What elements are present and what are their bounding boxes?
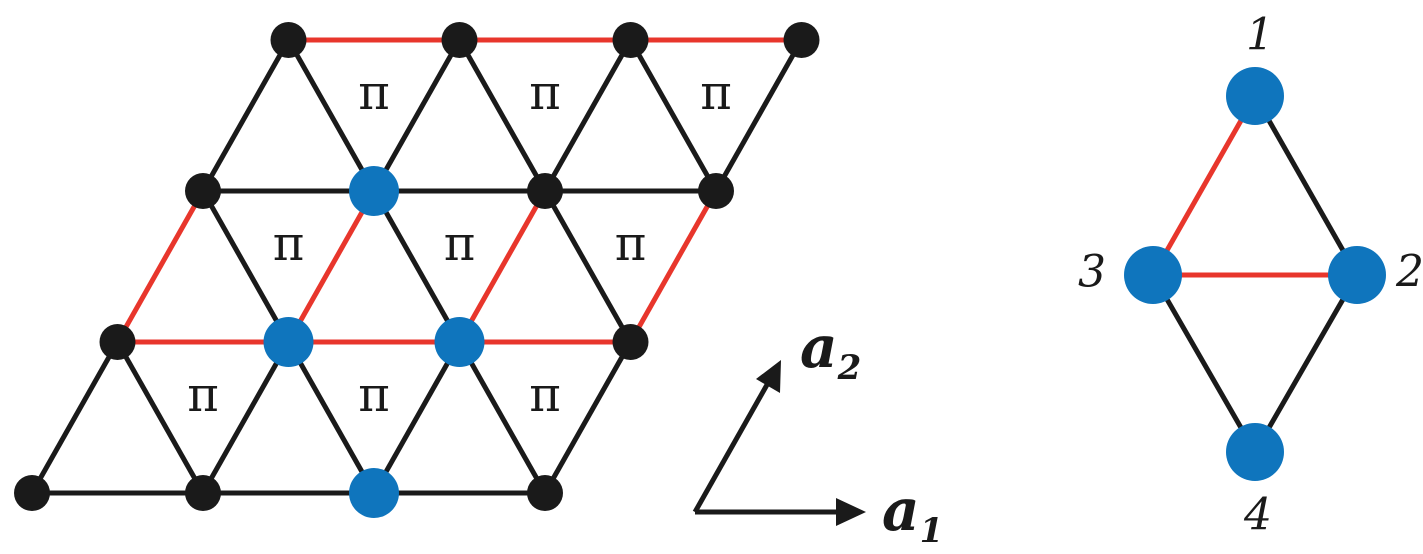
lattice-bonds-red (115, 37, 802, 345)
lattice-site-black (783, 22, 820, 58)
lattice-site-black (527, 173, 563, 209)
lattice-site-blue (263, 317, 314, 367)
cluster-label-2: 2 (1395, 247, 1423, 298)
a1-arrowhead (836, 498, 866, 526)
cluster-bond-1-2 (1252, 94, 1360, 277)
bond-black (713, 38, 804, 193)
lattice-site-black (270, 22, 307, 58)
lattice-vectors: a1 a2 (692, 313, 943, 551)
bond-black (457, 340, 548, 495)
pi-flux-label: π (700, 65, 732, 121)
lattice-bonds-black (29, 38, 804, 496)
lattice-site-black (441, 22, 478, 58)
cluster-label-4: 4 (1243, 490, 1272, 541)
bond-black (371, 340, 462, 495)
a2-arrow-shaft (692, 381, 771, 514)
bond-black (200, 340, 291, 495)
pi-flux-label: π (273, 216, 305, 272)
lattice-site-blue (434, 317, 485, 367)
bond-black (115, 340, 206, 495)
cluster-site-4 (1226, 423, 1284, 481)
bond-red (115, 189, 206, 344)
bond-black (200, 38, 291, 193)
cluster-site-2 (1328, 246, 1386, 304)
lattice-site-black (612, 22, 649, 58)
bond-black (628, 38, 719, 193)
bond-black (371, 189, 462, 344)
pi-flux-label: π (358, 65, 390, 121)
bond-black (542, 38, 633, 193)
a2-arrowhead (756, 360, 781, 393)
four-site-cluster: 1 2 3 4 (1078, 10, 1423, 541)
cluster-bond-1-3 (1150, 94, 1258, 277)
bond-black (286, 340, 377, 495)
bond-black (286, 38, 377, 193)
bond-black (542, 189, 633, 344)
cluster-label-1: 1 (1246, 10, 1274, 61)
cluster-bond-3-4 (1150, 273, 1258, 454)
lattice-site-black (14, 475, 50, 511)
cluster-label-3: 3 (1078, 247, 1106, 298)
pi-flux-label: π (187, 367, 219, 423)
bond-black (542, 340, 633, 495)
lattice-site-black (185, 475, 221, 511)
bond-black (457, 38, 548, 193)
cluster-site-1 (1226, 67, 1284, 125)
bond-black (200, 189, 291, 344)
bond-red (457, 189, 548, 344)
cluster-site-3 (1124, 246, 1182, 304)
cluster-bond-2-4 (1252, 273, 1360, 454)
lattice-site-blue (349, 468, 399, 518)
a2-label: a2 (800, 313, 861, 388)
bond-red (628, 189, 719, 344)
bond-red (286, 189, 377, 344)
a1-label: a1 (882, 476, 943, 551)
bond-black (29, 340, 120, 495)
plaquette-flux-labels: π π π π π π π π π (187, 65, 732, 423)
pi-flux-label: π (529, 367, 561, 423)
pi-flux-label: π (444, 216, 476, 272)
lattice-site-black (527, 475, 563, 511)
lattice-site-black (698, 173, 734, 209)
lattice-site-black (612, 324, 649, 360)
lattice-sites (14, 22, 820, 518)
pi-flux-label: π (358, 367, 390, 423)
pi-flux-label: π (615, 216, 647, 272)
lattice-site-blue (349, 166, 399, 216)
pi-flux-label: π (529, 65, 561, 121)
lattice-site-black (185, 173, 221, 209)
lattice-site-black (99, 324, 136, 360)
bond-black (371, 38, 462, 193)
